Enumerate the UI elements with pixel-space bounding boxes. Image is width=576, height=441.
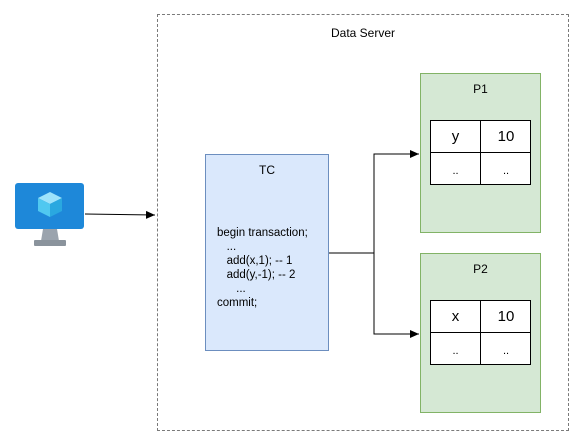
table-cell: x bbox=[431, 301, 481, 333]
table-cell: y bbox=[431, 121, 481, 153]
cube-right bbox=[50, 198, 62, 217]
monitor-stand bbox=[41, 229, 59, 241]
tc-to-p1-arrow bbox=[329, 150, 419, 254]
code-line: ... bbox=[217, 241, 237, 253]
monitor-base bbox=[34, 240, 66, 246]
data-server-title: Data Server bbox=[330, 26, 396, 40]
table-cell: 10 bbox=[481, 301, 531, 333]
table-cell: .. bbox=[431, 333, 481, 364]
table-cell: .. bbox=[431, 153, 481, 184]
data-server-boundary bbox=[157, 14, 569, 431]
transaction-coordinator-box bbox=[205, 154, 329, 351]
partition-p1-table: y 10 .. .. bbox=[430, 120, 531, 185]
code-line: add(y,-1); -- 2 bbox=[217, 269, 296, 281]
cube-left bbox=[38, 198, 50, 217]
tc-to-p2-arrow bbox=[373, 253, 419, 338]
code-line: ... bbox=[217, 283, 246, 295]
code-line: commit; bbox=[217, 297, 258, 309]
code-line: begin transaction; bbox=[217, 227, 308, 239]
partition-p2-title: P2 bbox=[473, 262, 488, 276]
table-cell: 10 bbox=[481, 121, 531, 153]
table-cell: .. bbox=[502, 344, 510, 357]
partition-p1-title: P1 bbox=[473, 82, 488, 96]
partition-p2-table: x 10 .. .. bbox=[430, 300, 531, 365]
code-line: add(x,1); -- 1 bbox=[217, 255, 293, 267]
virtual-machine-icon bbox=[15, 183, 84, 246]
tc-title: TC bbox=[259, 163, 275, 177]
table-cell: .. bbox=[502, 164, 510, 177]
client-to-server-arrow bbox=[84, 210, 156, 219]
